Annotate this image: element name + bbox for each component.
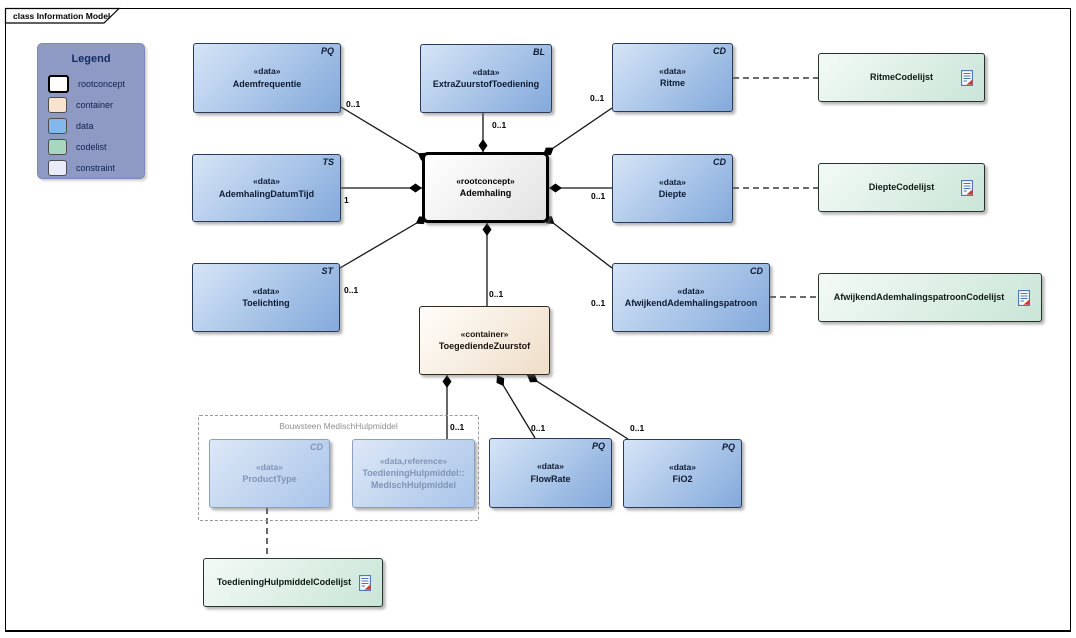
legend-item-constraint: constraint xyxy=(48,157,144,178)
node-toelichting[interactable]: ST «data» Toelichting xyxy=(192,263,340,332)
stereotype: «rootconcept» xyxy=(456,175,515,186)
multiplicity-label: 0..1 xyxy=(531,423,546,433)
constraint-swatch xyxy=(48,159,67,176)
stereotype: «data» xyxy=(659,65,686,76)
node-extrazuurstoftoediening[interactable]: BL «data» ExtraZuurstofToediening xyxy=(420,44,552,113)
node-name: Ademhaling xyxy=(459,188,512,199)
node-name: FiO2 xyxy=(672,474,693,485)
multiplicity-label: 0..1 xyxy=(591,191,606,201)
legend-item-label: rootconcept xyxy=(78,78,126,89)
node-name: ToegediendeZuurstof xyxy=(438,341,531,352)
node-ademhalingdatumtijd[interactable]: TS «data» AdemhalingDatumTijd xyxy=(192,154,341,222)
type-letter: BL xyxy=(533,47,545,57)
node-name: FlowRate xyxy=(530,473,571,484)
multiplicity-label: 0..1 xyxy=(492,120,507,130)
codelist-document-icon xyxy=(961,179,974,196)
type-letter: CD xyxy=(713,46,726,56)
legend: Legend rootconcept container data codeli… xyxy=(37,43,145,179)
stereotype: «data» xyxy=(253,176,280,187)
node-ritme[interactable]: CD «data» Ritme xyxy=(612,43,733,112)
node-afwijkend-ademhalingspatroon[interactable]: CD «data» AfwijkendAdemhalingspatroon xyxy=(612,263,770,332)
multiplicity-label: 0..1 xyxy=(590,93,605,103)
stereotype: «data» xyxy=(669,461,696,472)
stereotype: «data» xyxy=(256,461,283,472)
group-label: Bouwsteen MedischHulpmiddel xyxy=(279,421,398,431)
node-diepte-codelijst[interactable]: DiepteCodelijst xyxy=(818,163,985,212)
legend-item-data: data xyxy=(48,115,144,136)
node-ademhaling-rootconcept[interactable]: «rootconcept» Ademhaling xyxy=(422,152,549,223)
codelist-document-icon xyxy=(359,574,372,591)
codelist-document-icon xyxy=(1018,289,1031,306)
multiplicity-label: 0..1 xyxy=(344,285,359,295)
node-afwijkend-codelijst[interactable]: AfwijkendAdemhalingspatroonCodelijst xyxy=(818,273,1042,322)
node-name: ToedieningHulpmiddelCodelijst xyxy=(216,577,352,588)
data-swatch xyxy=(48,117,67,134)
legend-item-label: codelist xyxy=(76,141,107,152)
type-letter: CD xyxy=(713,157,726,167)
node-ademfrequentie[interactable]: PQ «data» Ademfrequentie xyxy=(193,43,341,113)
stereotype: «container» xyxy=(460,328,509,339)
type-letter: TS xyxy=(322,157,334,167)
multiplicity-label: 1 xyxy=(344,195,349,205)
node-toedieninghulpmiddel-codelijst[interactable]: ToedieningHulpmiddelCodelijst xyxy=(203,558,383,607)
node-fio2[interactable]: PQ «data» FiO2 xyxy=(623,439,742,508)
node-ritme-codelijst[interactable]: RitmeCodelijst xyxy=(818,53,985,102)
multiplicity-label: 0..1 xyxy=(489,289,504,299)
legend-item-label: constraint xyxy=(76,162,116,173)
multiplicity-label: 0..1 xyxy=(346,99,361,109)
node-name: ProductType xyxy=(242,474,297,485)
legend-item-label: container xyxy=(76,99,114,110)
stereotype: «data» xyxy=(252,285,280,296)
node-name: AfwijkendAdemhalingspatroonCodelijst xyxy=(833,292,1005,303)
node-name: Ritme xyxy=(659,78,685,89)
stereotype: «data» xyxy=(677,285,705,296)
node-name: Diepte xyxy=(658,189,687,200)
node-diepte[interactable]: CD «data» Diepte xyxy=(612,154,733,223)
node-name: ExtraZuurstofToediening xyxy=(432,79,540,90)
type-letter: PQ xyxy=(320,46,334,56)
node-name: DiepteCodelijst xyxy=(868,182,935,193)
node-name: Toelichting xyxy=(242,298,290,309)
node-toegediende-zuurstof[interactable]: «container» ToegediendeZuurstof xyxy=(419,306,550,375)
node-name: AfwijkendAdemhalingspatroon xyxy=(624,298,758,309)
node-medischhulpmiddel[interactable]: «data,reference» ToedieningHulpmiddel:: … xyxy=(352,439,475,508)
stereotype: «data» xyxy=(253,66,281,77)
legend-title: Legend xyxy=(71,53,111,65)
stereotype: «data» xyxy=(659,176,686,187)
type-letter: CD xyxy=(750,266,763,276)
stereotype: «data,reference» xyxy=(379,455,448,466)
node-producttype[interactable]: CD «data» ProductType xyxy=(209,439,330,508)
legend-item-codelist: codelist xyxy=(48,136,144,157)
legend-item-label: data xyxy=(76,120,94,131)
container-swatch xyxy=(48,96,67,113)
codelist-swatch xyxy=(48,138,67,155)
node-name-line1: ToedieningHulpmiddel:: xyxy=(362,468,465,479)
node-flowrate[interactable]: PQ «data» FlowRate xyxy=(489,438,612,508)
codelist-document-icon xyxy=(961,69,974,86)
node-name: RitmeCodelijst xyxy=(869,72,933,83)
type-letter: CD xyxy=(310,442,323,452)
node-name: Ademfrequentie xyxy=(232,78,302,89)
stereotype: «data» xyxy=(472,66,500,77)
multiplicity-label: 0..1 xyxy=(630,423,645,433)
legend-item-rootconcept: rootconcept xyxy=(48,73,144,94)
multiplicity-label: 0..1 xyxy=(450,422,465,432)
stereotype: «data» xyxy=(537,461,564,472)
type-letter: PQ xyxy=(721,442,735,452)
diagram-tab-label: class Information Model xyxy=(13,11,111,21)
multiplicity-label: 0..1 xyxy=(591,298,606,308)
type-letter: ST xyxy=(321,266,333,276)
node-name: AdemhalingDatumTijd xyxy=(218,188,315,199)
rootconcept-swatch xyxy=(48,74,69,93)
legend-item-container: container xyxy=(48,94,144,115)
node-name-line2: MedischHulpmiddel xyxy=(370,480,456,491)
group-bouwsteen-medischhulpmiddel: Bouwsteen MedischHulpmiddel xyxy=(198,415,479,521)
type-letter: PQ xyxy=(591,441,605,451)
